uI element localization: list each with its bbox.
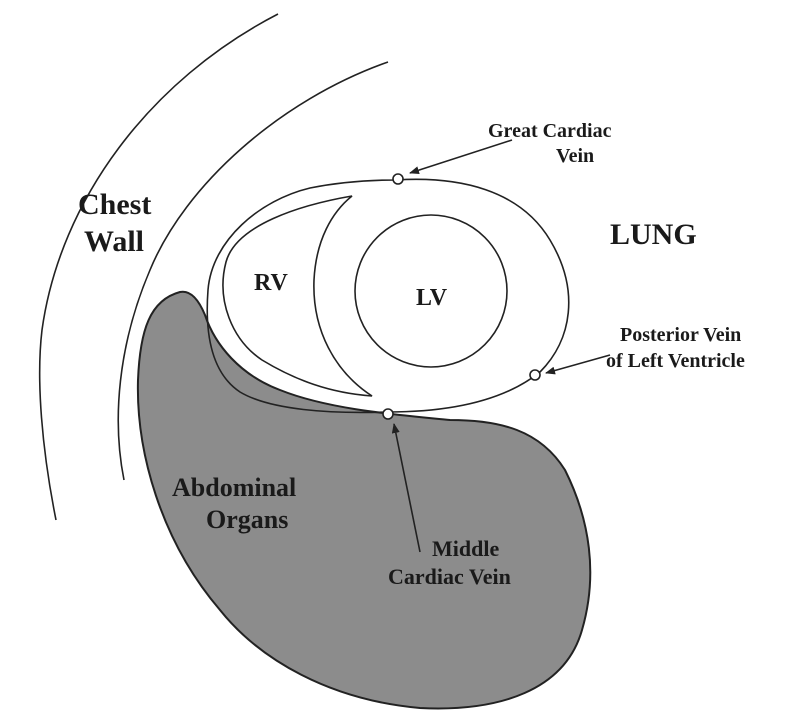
middle-cardiac-vein-label-line1: Middle — [432, 536, 499, 561]
posterior-vein-marker — [530, 370, 540, 380]
abdominal-organs-label-line1: Abdominal — [172, 473, 296, 502]
chest-wall-label-line1: Chest — [78, 188, 151, 221]
posterior-vein-label-line2: of Left Ventricle — [606, 350, 745, 372]
posterior-vein-label-line1: Posterior Vein — [620, 324, 741, 346]
chest-wall-label-line2: Wall — [84, 225, 144, 258]
right-ventricle-cavity — [223, 196, 372, 396]
great-cardiac-vein-label-line1: Great Cardiac — [488, 120, 612, 142]
great-cardiac-vein-arrow — [410, 140, 512, 173]
middle-cardiac-vein-marker — [383, 409, 393, 419]
lv-label: LV — [416, 285, 448, 311]
rv-label: RV — [254, 270, 288, 296]
middle-cardiac-vein-label-line2: Cardiac Vein — [388, 564, 511, 589]
great-cardiac-vein-label-line2: Vein — [556, 145, 594, 167]
great-cardiac-vein-marker — [393, 174, 403, 184]
abdominal-organs-label-line2: Organs — [206, 505, 288, 534]
posterior-vein-arrow — [546, 355, 610, 373]
lung-label: LUNG — [610, 218, 697, 251]
